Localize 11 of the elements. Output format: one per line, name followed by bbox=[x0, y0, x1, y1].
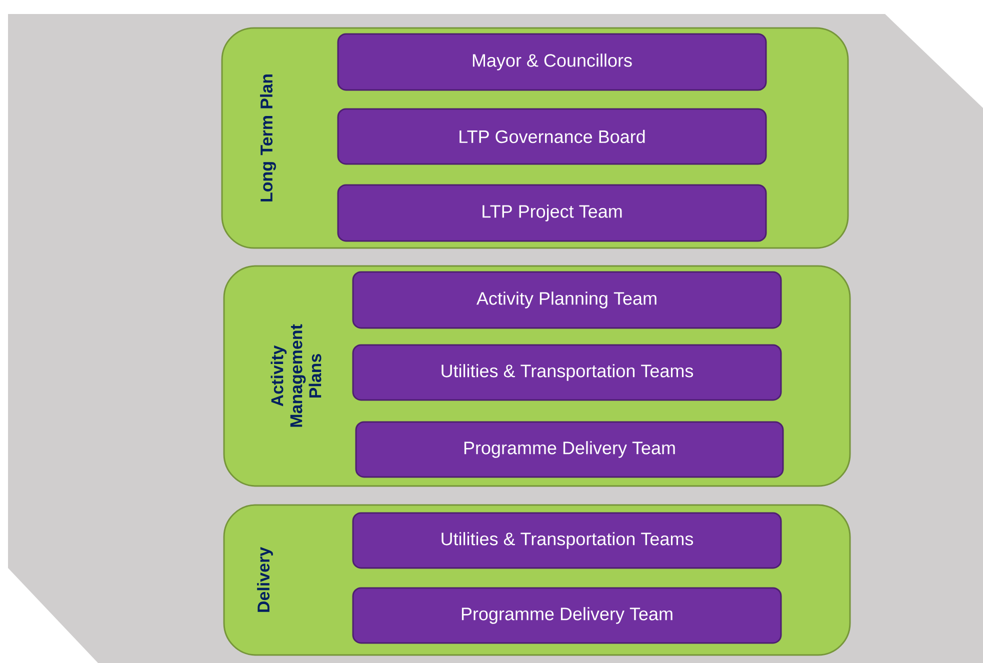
team-box: Activity Planning Team bbox=[352, 271, 782, 329]
team-box: Mayor & Councillors bbox=[337, 33, 767, 91]
team-box: Utilities & Transportation Teams bbox=[352, 512, 782, 569]
group-title: Delivery bbox=[257, 547, 273, 612]
group-title: Activity Management Plans bbox=[270, 324, 322, 427]
team-box: LTP Project Team bbox=[337, 184, 767, 242]
team-box: Utilities & Transportation Teams bbox=[352, 344, 782, 401]
team-box: Programme Delivery Team bbox=[352, 587, 782, 644]
team-box: LTP Governance Board bbox=[337, 108, 767, 165]
team-box: Programme Delivery Team bbox=[355, 421, 784, 478]
group-title: Long Term Plan bbox=[260, 74, 276, 202]
